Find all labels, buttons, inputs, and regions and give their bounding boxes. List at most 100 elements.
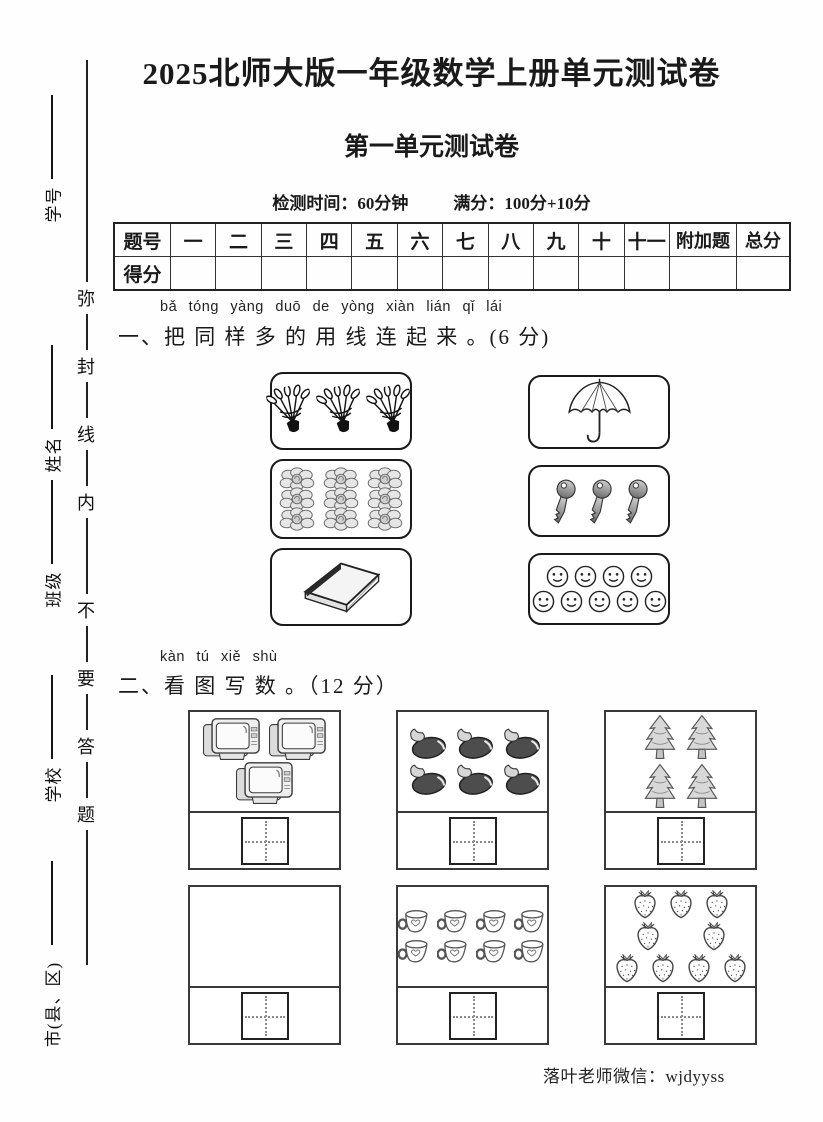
score-table-header-cell: 三 (260, 222, 308, 257)
q2-cell-eggplants (396, 710, 549, 870)
eggplant-icon (451, 763, 495, 796)
q2-cell-empty (188, 885, 341, 1045)
seal-char: 弥 (77, 282, 95, 314)
shuttlecock-icon (265, 382, 317, 440)
eggplant-icon (404, 727, 448, 760)
q2-answer-area (190, 813, 339, 868)
q2-grid (188, 710, 757, 1045)
score-table-header-cell: 十 (578, 222, 625, 257)
q1-box-umbrella[interactable] (528, 375, 670, 449)
icon-row (563, 378, 636, 446)
score-entry-cell[interactable] (736, 256, 791, 291)
q1-box-book[interactable] (270, 548, 412, 626)
field-label-wrap: 学校 (38, 763, 66, 805)
answer-writing-box[interactable] (448, 816, 497, 865)
score-entry-cell[interactable] (669, 256, 737, 291)
q2-answer-area (606, 988, 755, 1043)
score-entry-cell[interactable] (442, 256, 489, 291)
answer-writing-box[interactable] (240, 991, 289, 1040)
flower-icon (276, 507, 318, 531)
fill-in-blank[interactable] (51, 675, 53, 759)
q2-cell-cups (396, 885, 549, 1045)
exam-score-info: 满分：100分+10分 (453, 194, 591, 213)
fill-in-blank[interactable] (51, 480, 53, 564)
q1-pinyin: bǎ tóng yàng duō de yòng xiàn lián qǐ lá… (160, 299, 503, 315)
icon-row (606, 714, 755, 760)
cup-icon (437, 908, 470, 935)
strawberrie-icon (721, 954, 749, 983)
q1-box-keys[interactable] (528, 465, 670, 537)
score-table-header-cell: 五 (351, 222, 398, 257)
score-table-header-cell: 十一 (623, 222, 671, 257)
icon-row (606, 954, 755, 983)
icon-row (546, 565, 653, 588)
q1-figure (270, 372, 670, 632)
icon-row (606, 763, 755, 809)
q2-picture-eggplants (398, 712, 547, 813)
score-row-label: 得分 (113, 256, 171, 291)
score-entry-cell[interactable] (578, 256, 625, 291)
q2-picture-cups (398, 887, 547, 988)
strawberrie-icon (700, 922, 728, 951)
key-icon (615, 475, 655, 528)
umbrella-icon (563, 378, 636, 446)
seal-char: 内 (77, 486, 95, 518)
score-entry-cell[interactable] (487, 256, 534, 291)
strawberrie-icon (667, 890, 695, 919)
q2-picture-empty (190, 887, 339, 988)
television-icon (235, 760, 295, 807)
book-icon (293, 556, 389, 618)
q2-answer-area (398, 988, 547, 1043)
cup-icon (514, 908, 547, 935)
fill-in-blank[interactable] (51, 861, 53, 945)
smiley-face-icon (588, 590, 611, 613)
answer-writing-box[interactable] (656, 816, 705, 865)
q1-box-flowers[interactable] (270, 459, 412, 539)
answer-writing-box[interactable] (448, 991, 497, 1040)
q1-left-column (270, 372, 412, 626)
cup-icon (476, 938, 509, 965)
fill-in-blank[interactable] (51, 95, 53, 179)
score-table-header-cell: 题号 (113, 222, 171, 257)
icon-row (548, 478, 650, 525)
seal-line-text: 弥封线内不要答题 (74, 282, 98, 830)
answer-writing-box[interactable] (656, 991, 705, 1040)
score-entry-cell[interactable] (396, 256, 444, 291)
fill-in-blank[interactable] (51, 345, 53, 429)
television-icon (268, 716, 328, 763)
score-entry-cell[interactable] (532, 256, 580, 291)
q1-box-shuttlecocks[interactable] (270, 372, 412, 450)
score-table-header-cell: 总分 (736, 222, 791, 257)
icon-row (606, 922, 755, 951)
strawberrie-icon (634, 922, 662, 951)
score-table-header-cell: 四 (306, 222, 353, 257)
q2-title: 二、看 图 写 数 。（12 分） (118, 674, 399, 698)
score-entry-cell[interactable] (260, 256, 308, 291)
q1-box-smiley-faces[interactable] (528, 553, 670, 625)
footer-wechat: 落叶老师微信：wjdyyss (543, 1067, 725, 1086)
flower-icon (364, 507, 406, 531)
q1-right-column (528, 375, 670, 625)
score-entry-cell[interactable] (215, 256, 262, 291)
score-entry-cell[interactable] (306, 256, 353, 291)
score-entry-cell[interactable] (351, 256, 398, 291)
q2-picture-pine-trees (606, 712, 755, 813)
field-label-wrap: 市(县、区) (38, 949, 66, 1059)
smiley-face-icon (630, 565, 653, 588)
answer-writing-box[interactable] (240, 816, 289, 865)
eggplant-icon (451, 727, 495, 760)
icon-row (276, 507, 406, 531)
field-label-wrap: 班级 (38, 568, 66, 610)
q1-title: 一、把 同 样 多 的 用 线 连 起 来 。(6 分) (118, 325, 551, 349)
shuttlecock-icon (315, 382, 367, 440)
key-icon (543, 475, 583, 528)
cup-icon (437, 938, 470, 965)
score-entry-cell[interactable] (623, 256, 671, 291)
icon-row (398, 908, 547, 935)
smiley-face-icon (644, 590, 667, 613)
score-entry-cell[interactable] (169, 256, 217, 291)
cup-icon (514, 938, 547, 965)
q2-cell-strawberries (604, 885, 757, 1045)
score-table-header-cell: 二 (215, 222, 262, 257)
field-label-wrap: 姓名 (38, 433, 66, 475)
